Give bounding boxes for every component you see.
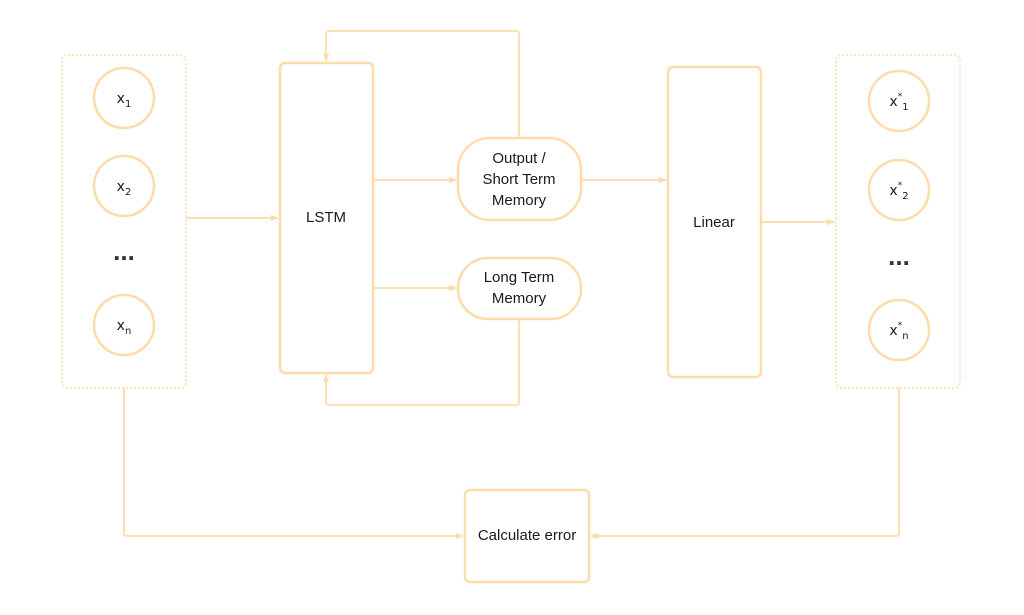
input-node-x1: x1 — [92, 66, 156, 130]
lstm-node: LSTM — [278, 61, 375, 375]
input-ellipsis: ... — [113, 236, 135, 266]
input-xn-base: x — [117, 318, 125, 334]
output-x1-sub: 1 — [902, 102, 908, 113]
svg-text:x*n: x*n — [889, 321, 908, 342]
calculate-error-label: Calculate error — [478, 527, 576, 544]
output-xn-base: x — [889, 323, 897, 339]
edge-long-term-feedback — [322, 319, 520, 406]
short-term-memory-node: Output / Short Term Memory — [456, 136, 583, 222]
input-x2-sub: 2 — [125, 187, 131, 198]
output-xn-sup: * — [898, 321, 903, 331]
input-node-x2: x2 — [92, 154, 156, 218]
output-node-xn: x*n — [867, 298, 931, 362]
input-xn-sub: n — [125, 326, 131, 337]
svg-text:x1: x1 — [117, 91, 132, 110]
input-x2-base: x — [117, 179, 125, 195]
output-ellipsis: ... — [888, 241, 910, 271]
edge-outputs-to-error — [590, 388, 900, 540]
output-x1-base: x — [889, 94, 897, 110]
svg-text:x*2: x*2 — [889, 181, 908, 202]
svg-text:xn: xn — [117, 318, 132, 337]
short-term-label-line2: Short Term — [482, 171, 555, 188]
long-term-memory-node: Long Term Memory — [456, 256, 583, 321]
short-term-label-line1: Output / — [492, 150, 546, 167]
output-group-container — [835, 54, 961, 389]
lstm-label: LSTM — [306, 209, 346, 226]
output-xn-sub: n — [902, 331, 908, 342]
output-node-x2: x*2 — [867, 158, 931, 222]
output-x1-sup: * — [898, 92, 903, 102]
edge-short-term-feedback — [322, 30, 520, 138]
output-node-x1: x*1 — [867, 69, 931, 133]
output-x2-sub: 2 — [902, 191, 908, 202]
input-node-xn: xn — [92, 293, 156, 357]
svg-text:x*1: x*1 — [889, 92, 908, 113]
linear-label: Linear — [693, 214, 735, 231]
output-x2-base: x — [889, 183, 897, 199]
calculate-error-node: Calculate error — [463, 488, 591, 584]
long-term-label-line1: Long Term — [484, 269, 555, 286]
long-term-label-line2: Memory — [492, 290, 547, 307]
input-x1-sub: 1 — [125, 99, 131, 110]
output-x2-sup: * — [898, 181, 903, 191]
input-group-container — [61, 54, 187, 389]
edge-inputs-to-error — [123, 388, 464, 540]
input-x1-base: x — [117, 91, 125, 107]
svg-text:x2: x2 — [117, 179, 132, 198]
linear-node: Linear — [666, 65, 763, 379]
short-term-label-line3: Memory — [492, 192, 547, 209]
